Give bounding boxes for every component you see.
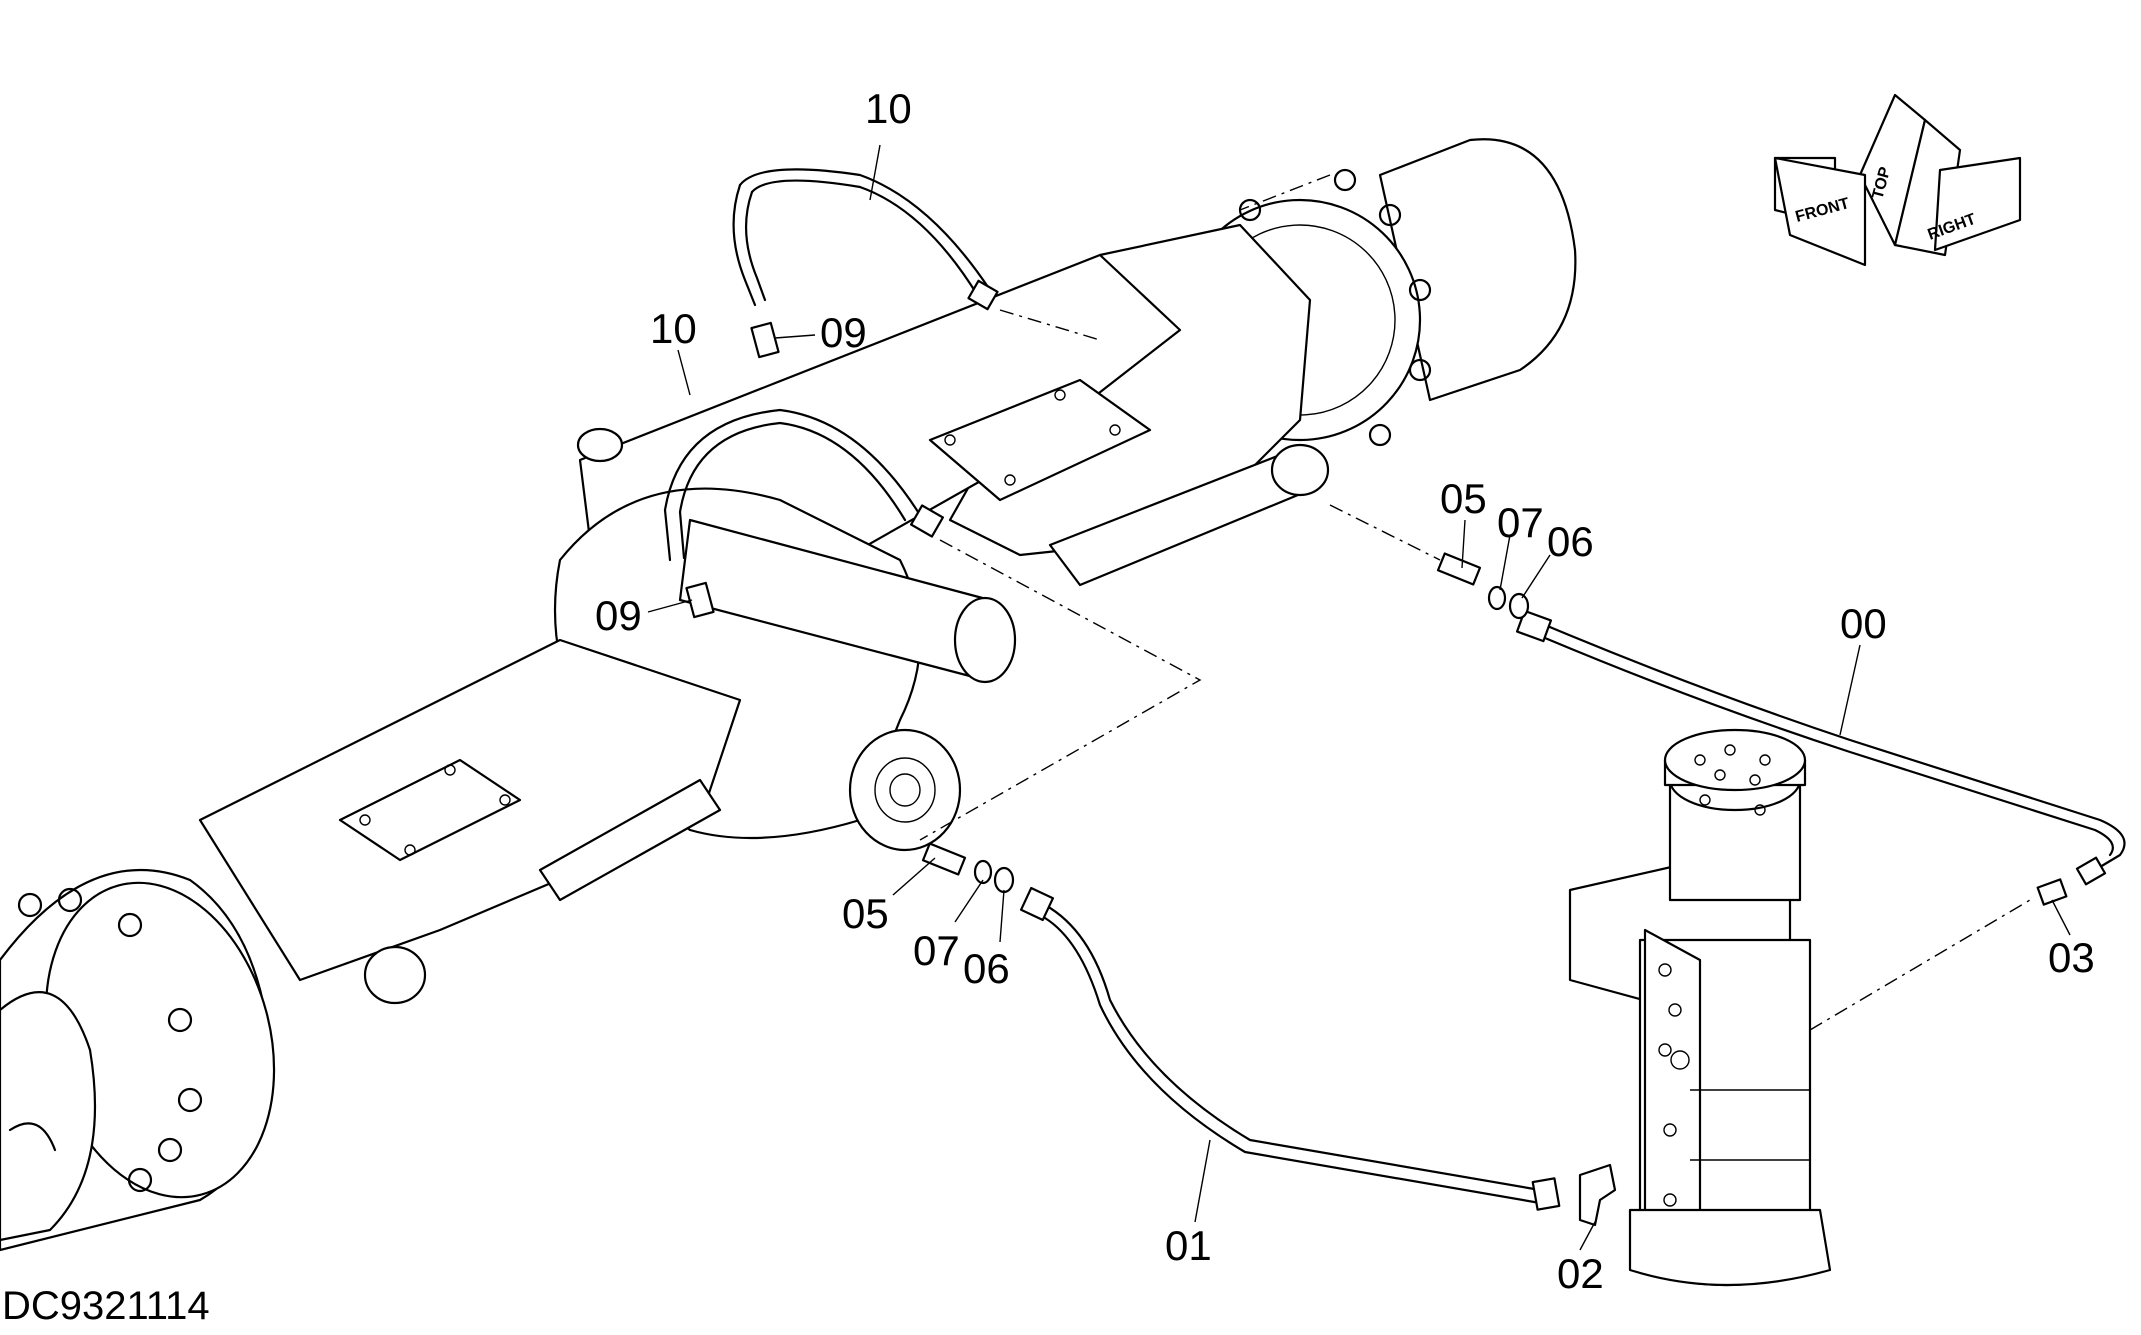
left-wheel-hub [0, 868, 276, 1252]
part-label-09-upper: 09 [820, 309, 867, 356]
center-lines [919, 174, 2031, 1031]
hose-00 [1515, 609, 2126, 886]
part-label-07-left: 07 [913, 927, 960, 974]
part-label-00: 00 [1840, 600, 1887, 647]
part-label-07-right: 07 [1497, 499, 1544, 546]
part-label-02: 02 [1557, 1250, 1604, 1297]
part-label-09-lower: 09 [595, 592, 642, 639]
part-label-05-left: 05 [842, 890, 889, 937]
o-rings-06-07 [973, 585, 1530, 894]
fitting-09-lower [685, 581, 715, 619]
axle-housing [198, 223, 1330, 1005]
orientation-arrows-icon: FRONT TOP RIGHT [1773, 93, 2022, 267]
swivel-joint [1568, 728, 1832, 1287]
adapter-03 [2036, 878, 2068, 906]
hose-10-lower [663, 408, 944, 562]
drawing-code: DC9321114 [2, 1284, 210, 1328]
part-label-01: 01 [1165, 1222, 1212, 1269]
adapter-05-right [1436, 552, 1482, 586]
part-label-10-lower: 10 [650, 305, 697, 352]
part-label-10-upper: 10 [865, 85, 912, 132]
part-label-05-right: 05 [1440, 475, 1487, 522]
leader-lines [647, 144, 2071, 1251]
adapter-05-left [921, 842, 967, 876]
elbow-02 [1578, 1163, 1617, 1227]
hose-01 [1019, 886, 1561, 1211]
part-label-03: 03 [2048, 934, 2095, 981]
hose-10-upper [732, 168, 999, 311]
part-label-06-left: 06 [963, 945, 1010, 992]
part-label-06-right: 06 [1547, 518, 1594, 565]
fitting-09-upper [750, 321, 780, 359]
